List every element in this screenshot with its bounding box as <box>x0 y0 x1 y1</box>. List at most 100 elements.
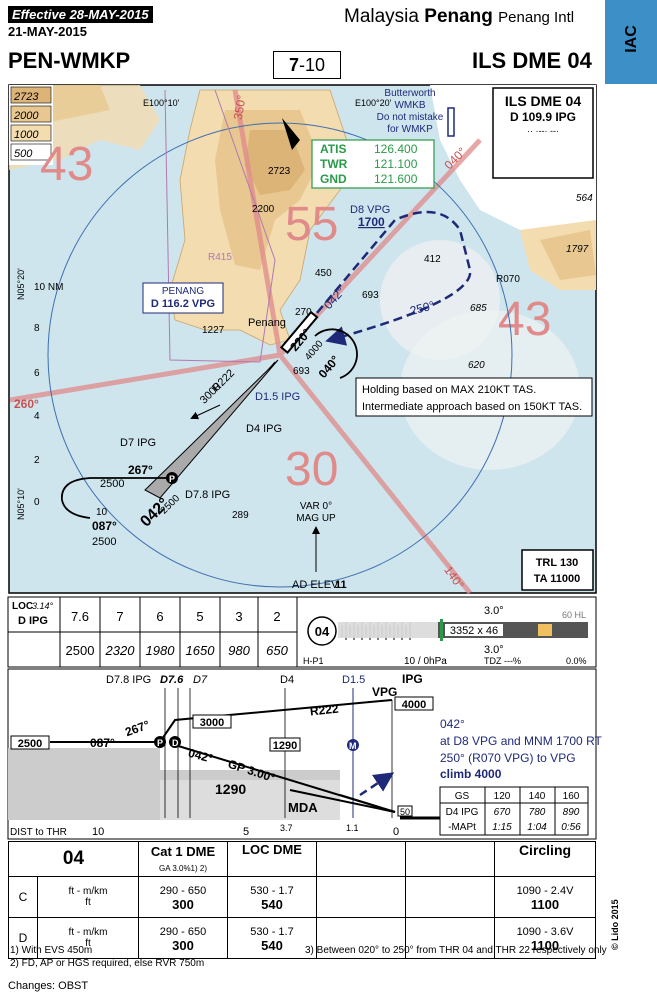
svg-text:450: 450 <box>315 268 332 279</box>
svg-text:D 116.2 VPG: D 116.2 VPG <box>151 298 215 310</box>
svg-text:11: 11 <box>335 579 347 591</box>
svg-text:AD ELEV: AD ELEV <box>292 579 339 591</box>
svg-text:650: 650 <box>266 643 288 658</box>
svg-text:·· ·--· --·: ·· ·--· --· <box>527 126 559 136</box>
svg-text:250°: 250° <box>408 298 436 318</box>
missed-approach-track <box>289 210 472 346</box>
svg-text:042°: 042° <box>187 746 215 766</box>
svg-text:MDA: MDA <box>288 800 318 815</box>
msa-e: 43 <box>498 293 551 346</box>
svg-text:1:04: 1:04 <box>527 822 547 833</box>
svg-text:3.0°: 3.0° <box>484 605 504 617</box>
svg-text:620: 620 <box>468 360 485 371</box>
svg-text:2: 2 <box>34 455 40 466</box>
svg-text:693: 693 <box>362 290 379 301</box>
svg-text:0.0%: 0.0% <box>566 656 587 666</box>
svg-text:4: 4 <box>34 411 40 422</box>
svg-text:D4 IPG: D4 IPG <box>246 423 282 435</box>
svg-text:0: 0 <box>34 497 40 508</box>
svg-text:6: 6 <box>156 609 163 624</box>
profile-view: D7.8 IPG D7.6 D7 D4 D1.5 VPG IPG M P D 2… <box>7 668 603 840</box>
svg-text:2723: 2723 <box>268 166 291 177</box>
svg-text:D7 IPG: D7 IPG <box>120 437 156 449</box>
butterworth-note: Butterworth WMKB Do not mistake for WMKP <box>377 88 444 135</box>
svg-text:121.100: 121.100 <box>374 157 418 171</box>
svg-text:1.1: 1.1 <box>346 823 359 833</box>
svg-text:VPG: VPG <box>372 685 397 699</box>
msa-sector-lines <box>9 89 482 595</box>
vor-box <box>142 282 224 314</box>
svg-text:R222: R222 <box>309 702 339 719</box>
svg-text:3.7: 3.7 <box>280 823 293 833</box>
svg-text:D 109.9 IPG: D 109.9 IPG <box>510 110 576 124</box>
footnote-2: 2) FD, AP or HGS required, else RVR 750m <box>10 958 205 969</box>
svg-text:087°: 087° <box>92 519 117 533</box>
comms-box <box>311 139 435 189</box>
svg-text:980: 980 <box>228 643 250 658</box>
airport-location: Malaysia Penang Penang Intl <box>344 6 575 27</box>
svg-text:4000: 4000 <box>402 699 426 711</box>
svg-text:8: 8 <box>34 323 40 334</box>
svg-text:M: M <box>349 741 357 751</box>
svg-text:Penang: Penang <box>248 317 286 329</box>
svg-text:Intermediate approach based on: Intermediate approach based on 150KT TAS… <box>362 401 582 413</box>
dme-table: LOC 3.14° D IPG 7.6 7 6 5 3 2 2500 2320 … <box>7 596 298 668</box>
trl-box <box>521 549 594 591</box>
svg-text:P: P <box>169 474 175 484</box>
svg-text:121.600: 121.600 <box>374 172 418 186</box>
svg-text:2200: 2200 <box>252 204 275 215</box>
svg-text:3.14°: 3.14° <box>32 601 54 611</box>
svg-text:289: 289 <box>232 510 249 521</box>
svg-text:1980: 1980 <box>146 643 176 658</box>
svg-text:7.6: 7.6 <box>71 609 89 624</box>
procedure-title: ILS DME 04 <box>472 48 592 73</box>
svg-text:50: 50 <box>400 807 410 817</box>
svg-text:DIST to THR: DIST to THR <box>10 827 67 838</box>
svg-text:1290: 1290 <box>215 781 246 797</box>
svg-text:TRL 130: TRL 130 <box>536 557 579 569</box>
svg-text:E100°10': E100°10' <box>143 98 180 108</box>
butterworth-runway <box>447 107 455 137</box>
svg-text:GS: GS <box>455 791 470 802</box>
issue-date: 21-MAY-2015 <box>8 24 88 39</box>
svg-text:-MAPt: -MAPt <box>448 822 476 833</box>
msa-ne: 55 <box>285 198 338 251</box>
svg-text:7: 7 <box>116 609 123 624</box>
svg-text:for WMKP: for WMKP <box>387 124 433 135</box>
svg-text:0:56: 0:56 <box>561 822 581 833</box>
svg-text:TWR: TWR <box>320 157 348 171</box>
svg-text:D7.6: D7.6 <box>160 674 184 686</box>
holding-note <box>355 377 593 417</box>
effective-date: Effective 28-MAY-2015 <box>8 6 153 23</box>
msa-s: 30 <box>285 443 338 496</box>
svg-text:R070: R070 <box>496 274 520 285</box>
svg-text:500: 500 <box>14 148 33 160</box>
svg-text:564: 564 <box>576 193 593 204</box>
svg-text:1290: 1290 <box>273 740 297 752</box>
airport-code: PEN-WMKP <box>8 48 131 73</box>
svg-text:D IPG: D IPG <box>18 615 48 627</box>
svg-text:0: 0 <box>393 826 399 838</box>
svg-text:1:15: 1:15 <box>492 822 512 833</box>
svg-text:D4 IPG: D4 IPG <box>446 807 479 818</box>
svg-text:685: 685 <box>470 303 487 314</box>
changes-note: Changes: OBST <box>8 980 89 992</box>
svg-text:1227: 1227 <box>202 325 225 336</box>
svg-text:1797: 1797 <box>566 244 589 255</box>
svg-text:TA 11000: TA 11000 <box>534 573 580 585</box>
svg-text:042°: 042° <box>440 717 465 731</box>
iac-tab[interactable]: IAC <box>605 0 657 84</box>
msa-nw: 43 <box>40 138 93 191</box>
svg-text:D8 VPG: D8 VPG <box>350 204 390 216</box>
svg-text:780: 780 <box>529 807 546 818</box>
svg-text:140: 140 <box>529 791 546 802</box>
runway-diagram: 04 3352 x 46 60 HL 3.0° 3.0° H-P1 10 / 0… <box>296 596 597 668</box>
svg-text:R415: R415 <box>208 252 232 263</box>
copyright: © Lido 2015 <box>610 899 620 950</box>
svg-text:3.0°: 3.0° <box>484 644 504 656</box>
svg-text:160: 160 <box>563 791 580 802</box>
svg-text:3: 3 <box>235 609 242 624</box>
